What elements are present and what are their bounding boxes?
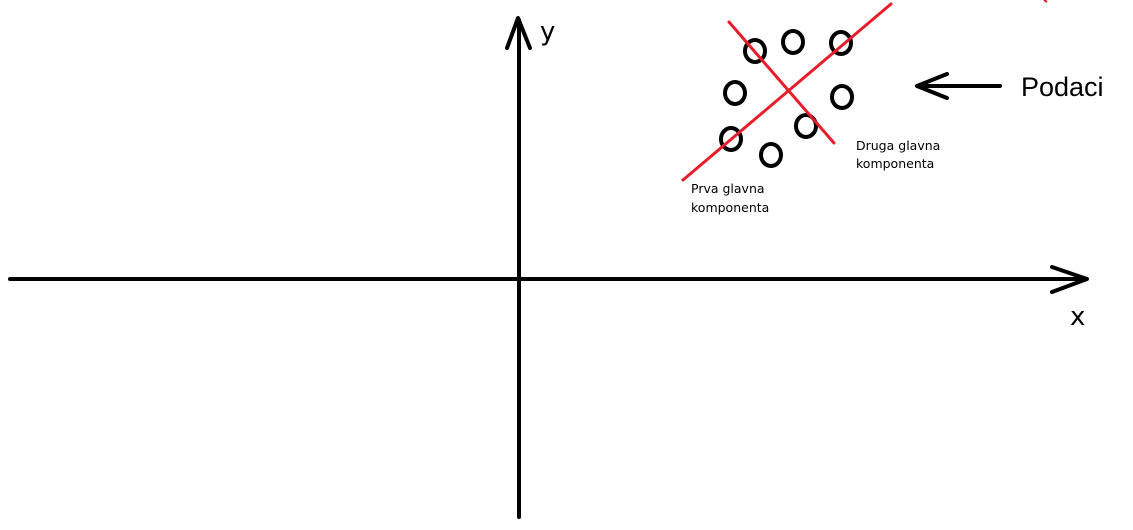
first-principal-component-line <box>681 2 893 182</box>
x-axis: x <box>8 265 1089 332</box>
y-axis-arrowhead <box>505 16 532 50</box>
callout-arrowhead <box>915 72 949 100</box>
data-point <box>829 30 853 56</box>
first-component-label-line2: komponenta <box>691 200 769 215</box>
data-point <box>723 80 747 106</box>
data-point <box>794 113 818 139</box>
x-axis-label: x <box>1070 302 1085 332</box>
first-component-label-line1: Prva glavna <box>691 181 765 196</box>
data-callout: Podaci <box>915 72 1104 102</box>
first-component-label: Prva glavna komponenta <box>691 181 769 215</box>
y-axis: y <box>505 16 555 519</box>
second-component-label-line1: Druga glavna <box>856 138 940 153</box>
second-component-label-line2: komponenta <box>856 156 934 171</box>
data-callout-label: Podaci <box>1021 72 1104 102</box>
second-principal-component-line <box>727 20 836 145</box>
data-point <box>743 38 767 64</box>
data-point <box>830 84 854 110</box>
x-axis-arrowhead <box>1050 265 1089 294</box>
y-axis-label: y <box>540 17 555 47</box>
data-points <box>719 29 854 168</box>
principal-components <box>681 2 893 182</box>
data-point <box>719 126 743 152</box>
data-point <box>781 29 805 55</box>
second-component-label: Druga glavna komponenta <box>856 138 940 171</box>
data-point <box>759 142 783 168</box>
red-mark <box>1043 0 1048 3</box>
